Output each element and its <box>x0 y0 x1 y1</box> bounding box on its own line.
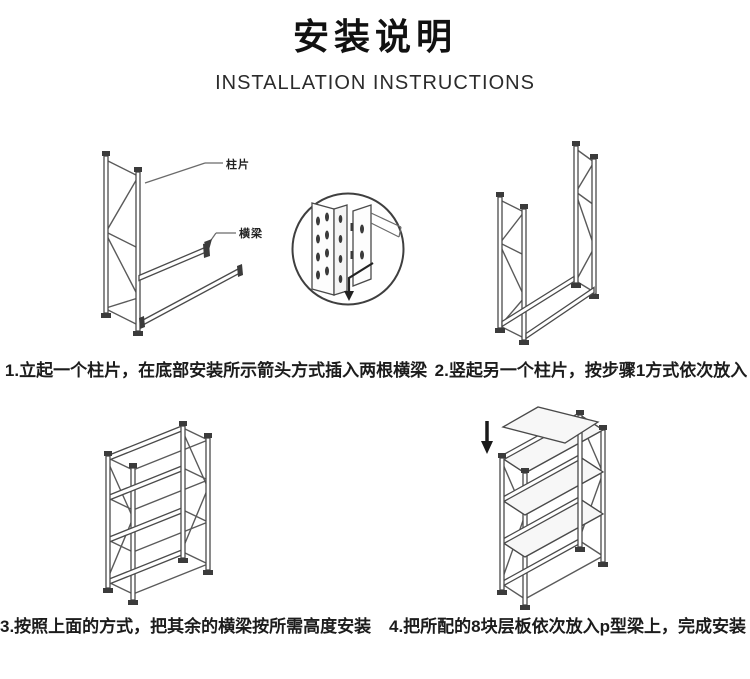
step2-illustration <box>487 140 687 352</box>
leader-arrowhead-icon <box>204 239 212 250</box>
step1-illustration: 柱片 横梁 <box>58 132 313 360</box>
floating-shelf-panel <box>501 406 600 444</box>
frame-with-beams-drawing <box>101 151 243 336</box>
complete-rack-drawing <box>481 406 608 610</box>
rack-frame-drawing <box>103 421 213 605</box>
page-subtitle: INSTALLATION INSTRUCTIONS <box>215 72 535 94</box>
down-arrow-icon <box>481 421 493 454</box>
label-leader-lines <box>144 162 236 250</box>
step2-caption: 2.竖起另一个柱片，按步骤1方式依次放入 <box>434 361 748 380</box>
beam-hook-detail-drawing <box>291 192 405 306</box>
step4-caption: 4.把所配的8块层板依次放入p型梁上，完成安装 <box>388 617 747 636</box>
page-title: 安装说明 <box>292 16 457 57</box>
two-frames-drawing <box>495 141 599 345</box>
step4-illustration <box>455 393 705 615</box>
magnifier-detail <box>291 189 409 309</box>
column-piece-label: 柱片 <box>226 159 250 171</box>
down-arrow-icon <box>344 262 374 301</box>
step3-illustration <box>95 402 310 607</box>
keyhole-slots <box>316 212 343 283</box>
step3-caption: 3.按照上面的方式，把其余的横梁按所需高度安装 <box>0 617 372 636</box>
beam-label: 横梁 <box>239 228 263 240</box>
step1-caption: 1.立起一个柱片，在底部安装所示箭头方式插入两根横梁 <box>4 361 428 380</box>
